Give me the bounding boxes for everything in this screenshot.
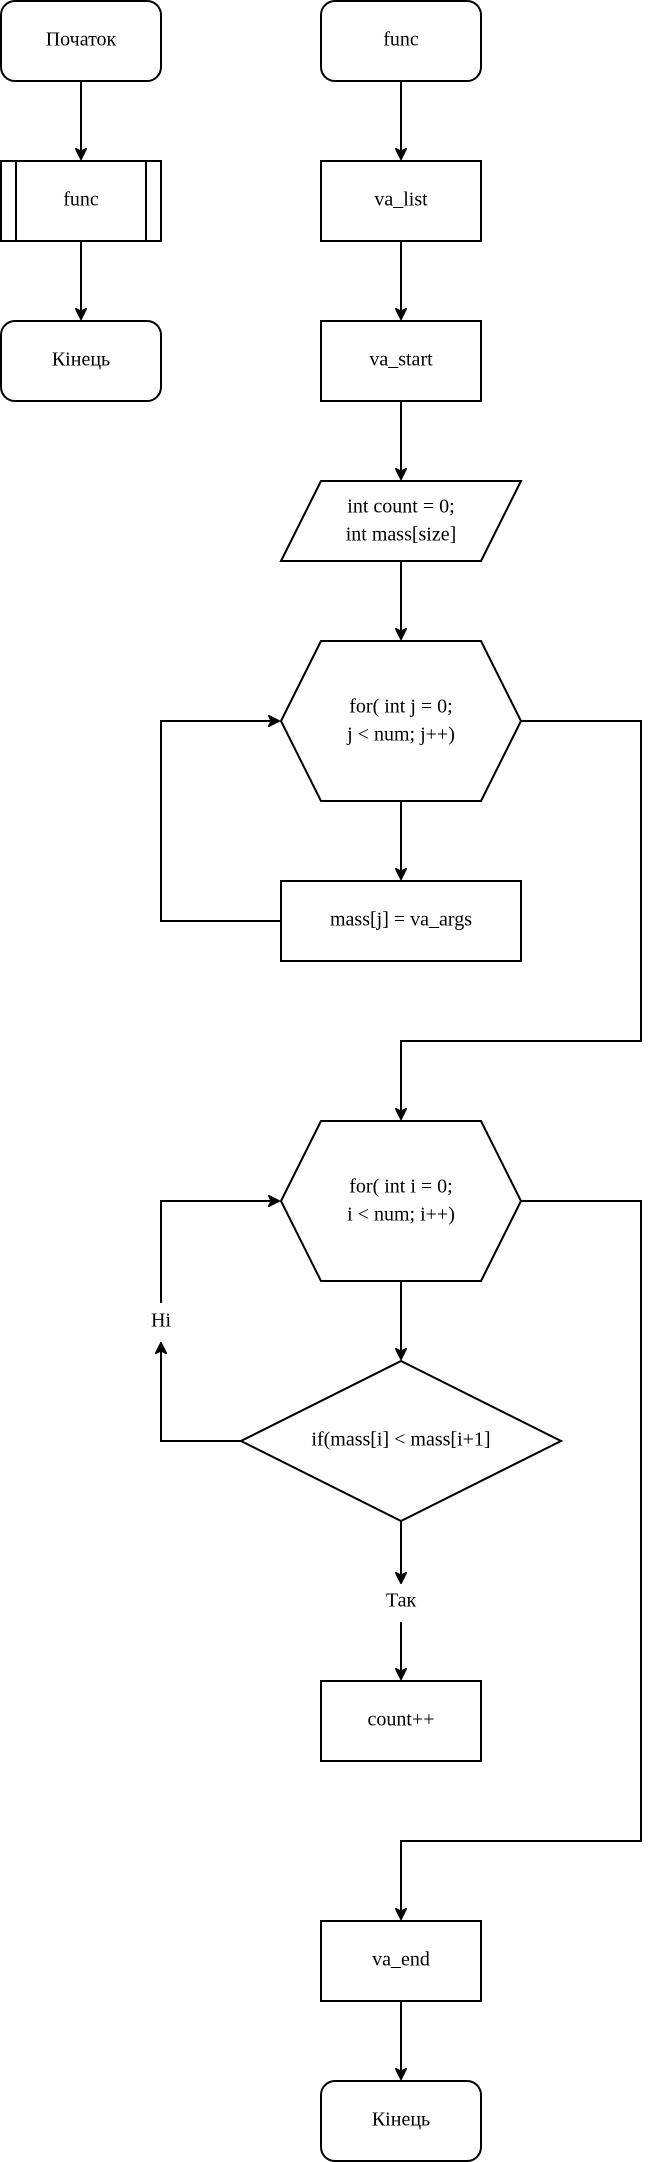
assign-label: mass[j] = va_args: [330, 909, 472, 931]
va-list-process: va_list: [320, 160, 482, 242]
edge-loop-j-exit: [401, 720, 642, 1118]
loop-i-line-2: i < num; i++): [347, 1204, 455, 1226]
end-label-left: Кінець: [52, 349, 110, 371]
va-end-process: va_end: [320, 1920, 482, 2002]
edge-assign-loopback: [160, 721, 281, 922]
loop-i-preparation: for( int i = 0; i < num; i++): [279, 1120, 523, 1282]
start-label: Початок: [46, 29, 117, 51]
edge-no-branch-loopback: [160, 1201, 278, 1303]
no-branch-label: Ні: [151, 1310, 171, 1332]
va-start-process: va_start: [320, 320, 482, 402]
declarations-io: int count = 0; int mass[size]: [279, 480, 523, 562]
loop-i-line-1: for( int i = 0;: [349, 1176, 453, 1198]
assign-process: mass[j] = va_args: [280, 880, 522, 962]
end-label-right: Кінець: [372, 2109, 430, 2131]
start-terminator: Початок: [0, 0, 162, 82]
increment-process: count++: [320, 1680, 482, 1762]
loop-j-preparation: for( int j = 0; j < num; j++): [279, 640, 523, 802]
loop-j-line-1: for( int j = 0;: [349, 696, 453, 718]
yes-branch-label: Так: [386, 1590, 417, 1612]
va-list-label: va_list: [374, 189, 428, 211]
declarations-line-1: int count = 0;: [347, 496, 454, 518]
func-entry-label: func: [383, 29, 419, 51]
va-start-label: va_start: [369, 349, 433, 371]
va-end-label: va_end: [372, 1949, 430, 1971]
declarations-line-2: int mass[size]: [346, 524, 457, 546]
func-call-label: func: [63, 189, 99, 211]
condition-decision: if(mass[i] < mass[i+1]: [238, 1359, 564, 1523]
edge-loop-i-exit: [401, 1200, 642, 1918]
loop-j-line-2: j < num; j++): [346, 724, 455, 746]
end-terminator-right: Кінець: [320, 2080, 482, 2162]
end-terminator-left: Кінець: [0, 320, 162, 402]
edge-no-branch-up: [161, 1344, 241, 1442]
func-entry-terminator: func: [320, 0, 482, 82]
condition-label: if(mass[i] < mass[i+1]: [311, 1429, 490, 1451]
increment-label: count++: [368, 1709, 435, 1731]
func-subprocess: func: [0, 160, 162, 242]
